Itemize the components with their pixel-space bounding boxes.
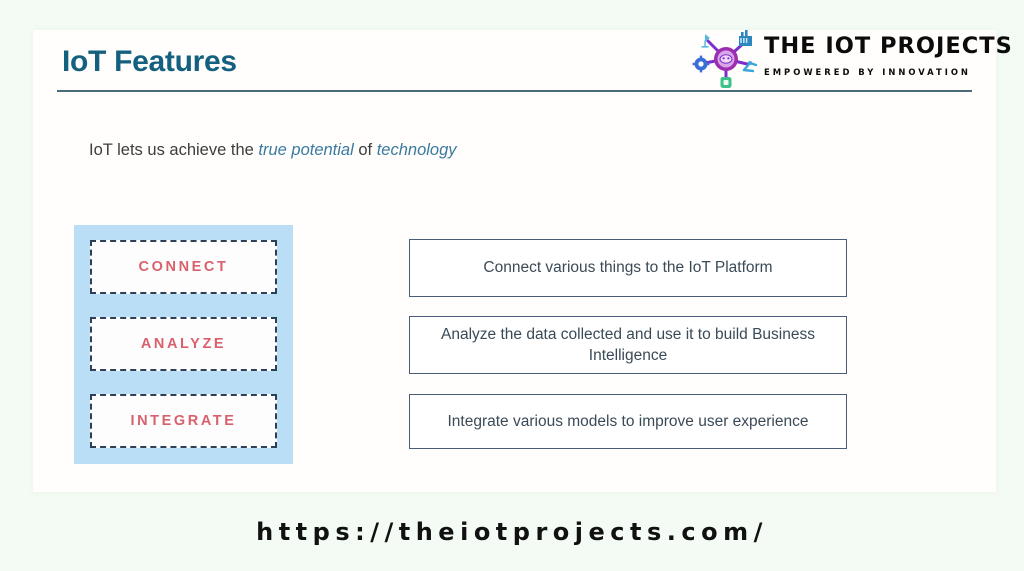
- logo-text-block: THE IOT PROJECTS EMPOWERED BY INNOVATION: [764, 33, 1013, 77]
- page-title: IoT Features: [62, 45, 237, 78]
- subtitle-lead: IoT lets us achieve the: [89, 141, 259, 159]
- description-text: Analyze the data collected and use it to…: [441, 325, 815, 364]
- subtitle-accent-true-potential: true potential: [258, 141, 354, 159]
- keyword-label: CONNECT: [138, 259, 229, 275]
- logo-title: THE IOT PROJECTS: [764, 33, 1013, 59]
- footer-url[interactable]: https://theiotprojects.com/: [256, 518, 768, 546]
- keyword-box-integrate: INTEGRATE: [90, 394, 277, 448]
- brand-logo: THE IOT PROJECTS EMPOWERED BY INNOVATION: [660, 14, 1013, 88]
- keyword-label: INTEGRATE: [130, 413, 237, 429]
- keyword-label: ANALYZE: [140, 336, 227, 352]
- description-box-connect: Connect various things to the IoT Platfo…: [409, 239, 847, 297]
- keyword-box-analyze: ANALYZE: [90, 317, 277, 371]
- title-divider: [57, 90, 972, 92]
- description-text: Connect various things to the IoT Platfo…: [483, 259, 773, 277]
- keyword-panel: CONNECT ANALYZE INTEGRATE: [74, 225, 293, 464]
- logo-tagline: EMPOWERED BY INNOVATION: [764, 66, 971, 77]
- description-box-integrate: Integrate various models to improve user…: [409, 394, 847, 449]
- description-box-analyze: Analyze the data collected and use it to…: [409, 316, 847, 374]
- iot-network-icon: [692, 28, 760, 90]
- subtitle-accent-technology: technology: [376, 141, 457, 159]
- slide-subtitle: IoT lets us achieve the true potential o…: [89, 141, 457, 160]
- keyword-box-connect: CONNECT: [90, 240, 277, 294]
- slide-card: IoT Features: [33, 30, 1012, 492]
- description-text: Integrate various models to improve user…: [447, 412, 809, 430]
- subtitle-middle: of: [353, 141, 377, 159]
